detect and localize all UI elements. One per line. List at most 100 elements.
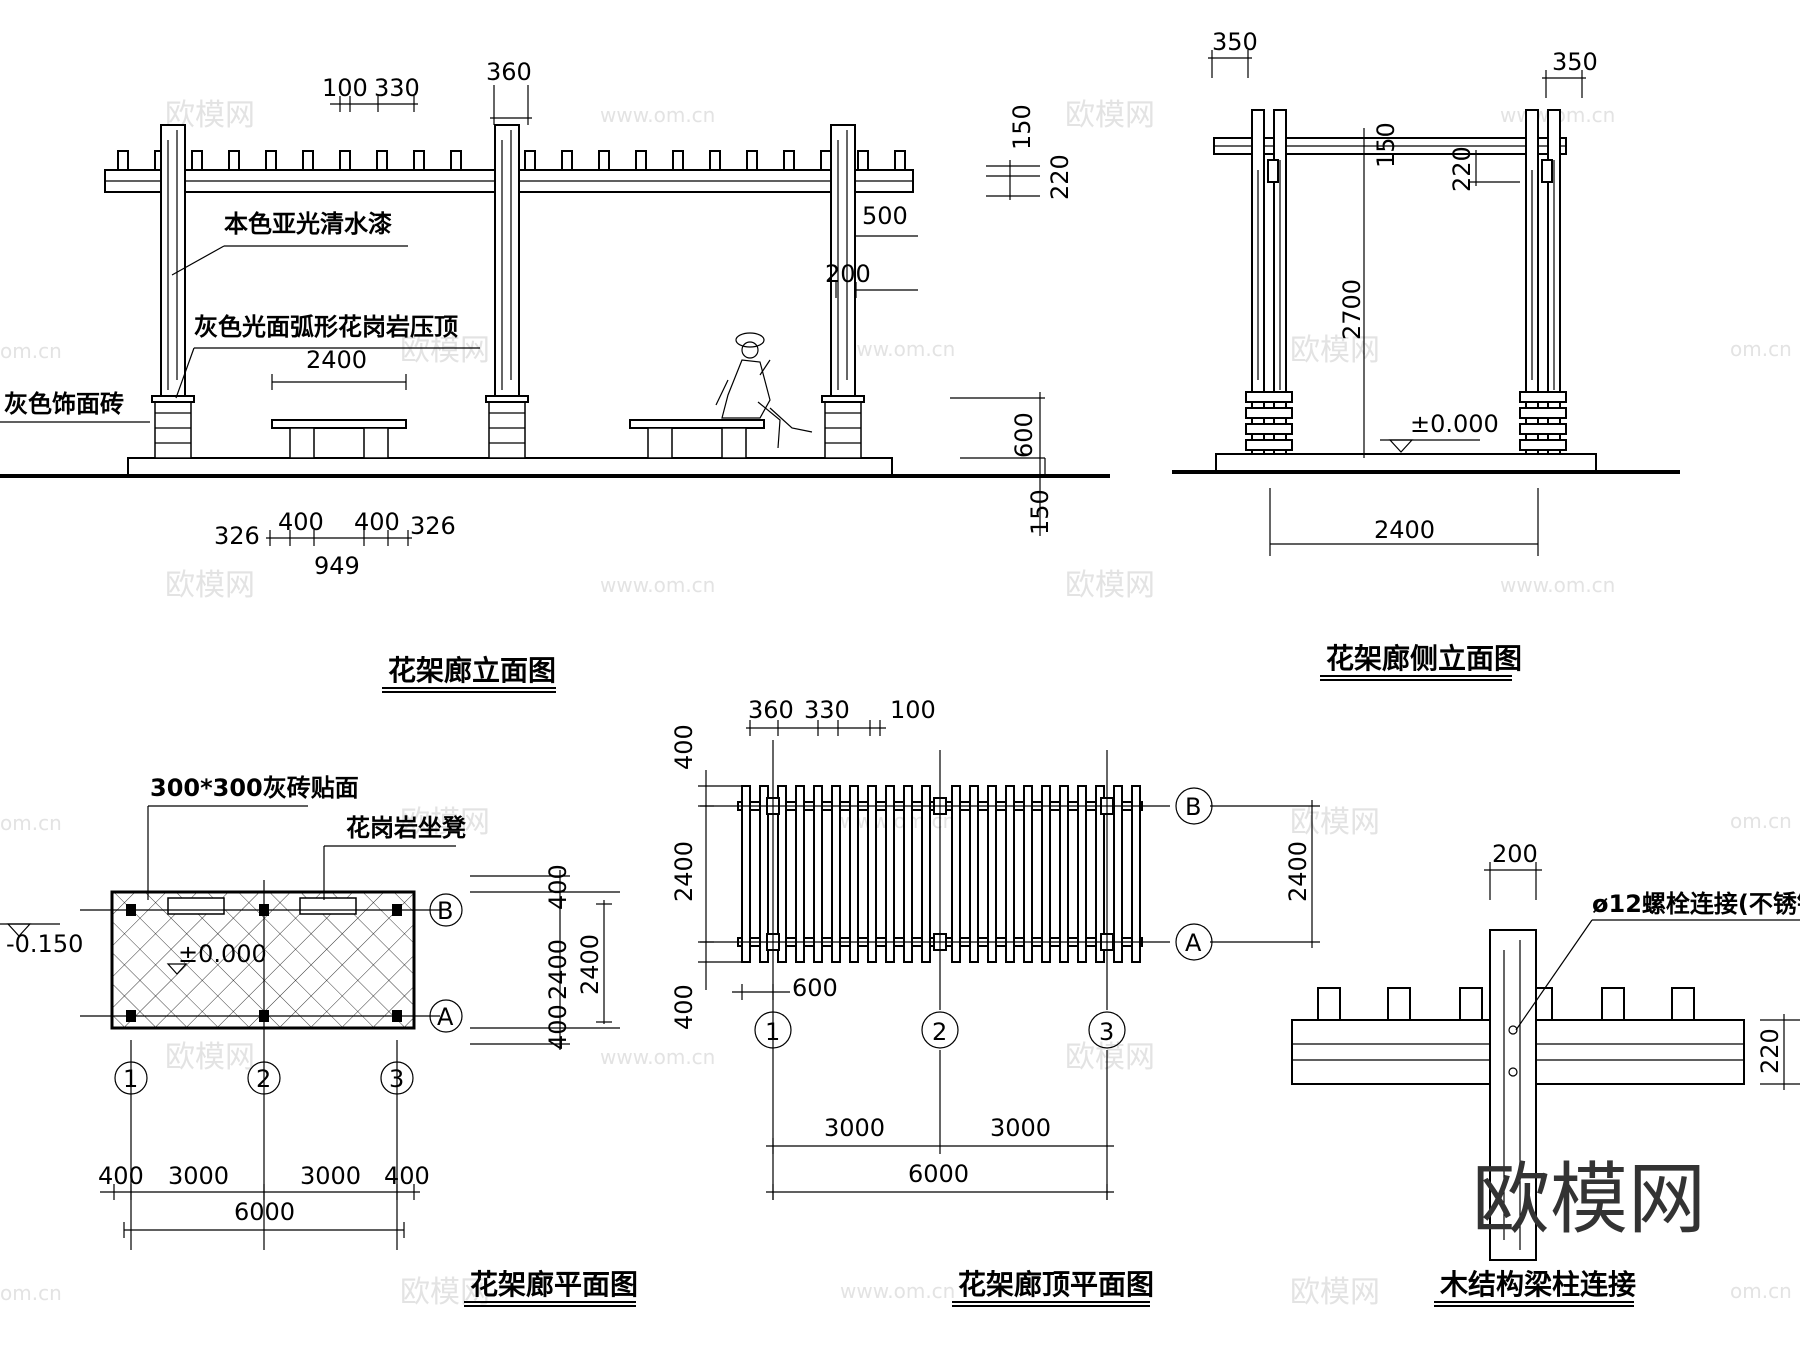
title-side-elevation: 花架廊侧立面图	[1326, 642, 1522, 675]
dim-100: 100	[890, 696, 936, 724]
watermark: 欧模网	[165, 568, 255, 603]
title-plan: 花架廊平面图	[470, 1268, 638, 1301]
roof-plan: B A 1 2 3 360 330 100 400 2400 400 600	[670, 696, 1320, 1307]
svg-text:1: 1	[123, 1065, 138, 1093]
watermark: 欧模网	[400, 1275, 490, 1310]
dim-400a: 400	[278, 508, 324, 536]
dim-b3000a: 3000	[168, 1162, 229, 1190]
axis-2	[247, 1061, 281, 1095]
side-column-right	[1519, 109, 1567, 455]
watermark: om.cn	[1730, 337, 1792, 361]
note-tile: 灰色饰面砖	[4, 390, 124, 418]
bench-left	[271, 419, 407, 459]
dim-330: 330	[374, 74, 420, 102]
watermark: www.om.cn	[840, 1279, 955, 1303]
watermark: 欧模网	[1290, 805, 1380, 840]
dim-2400: 2400	[1374, 516, 1435, 544]
dim-200: 200	[825, 260, 871, 288]
bench-left-plan	[167, 897, 225, 915]
dim-b3000b: 3000	[990, 1114, 1051, 1142]
roof-slats	[741, 785, 1141, 963]
axis-B	[429, 893, 463, 927]
watermark: 欧模网	[1065, 98, 1155, 133]
side-dims	[1208, 50, 1586, 556]
dim-500: 500	[862, 202, 908, 230]
svg-text:A: A	[437, 1003, 454, 1031]
level-outer: -0.150	[6, 930, 83, 958]
column-2	[485, 124, 529, 459]
svg-text:3: 3	[389, 1065, 404, 1093]
dim-l2400: 2400	[670, 841, 698, 902]
title-joint-detail: 木结构梁柱连接	[1439, 1268, 1636, 1301]
note-granite-cap: 灰色光面弧形花岗岩压顶	[194, 313, 458, 341]
dim-150: 150	[1008, 104, 1036, 150]
platform	[127, 457, 893, 477]
front-elevation: 本色亚光清水漆 灰色光面弧形花岗岩压顶 灰色饰面砖 100 330 360	[0, 58, 1110, 693]
watermark: www.om.cn	[840, 337, 955, 361]
roof-dims-bottom	[766, 1050, 1114, 1200]
watermark: 欧模网	[165, 1040, 255, 1075]
note-tile-plan: 300*300灰砖贴面	[150, 774, 359, 802]
title-roof-plan: 花架廊顶平面图	[958, 1268, 1154, 1301]
dim-326b: 326	[410, 512, 456, 540]
detail-column	[1489, 929, 1537, 1261]
svg-text:2: 2	[932, 1018, 947, 1046]
dim-200: 200	[1492, 840, 1538, 868]
detail-dims	[1484, 862, 1800, 1090]
dim-949: 949	[314, 552, 360, 580]
dim-360: 360	[486, 58, 532, 86]
dim-r400a: 400	[544, 864, 572, 910]
dim-600: 600	[1010, 412, 1038, 458]
watermarks: 欧模网 www.om.cn 欧模网 www.om.cn om.cn 欧模网 ww…	[0, 98, 1792, 1310]
dim-2700: 2700	[1338, 279, 1366, 340]
svg-text:1: 1	[765, 1018, 780, 1046]
dim-350b: 350	[1552, 48, 1598, 76]
dims-bench	[266, 374, 412, 546]
note-paint: 本色亚光清水漆	[224, 210, 392, 238]
axis-3	[380, 1061, 414, 1095]
roof-dims-top	[746, 720, 886, 736]
level-marker	[1388, 439, 1414, 453]
watermark: www.om.cn	[600, 1045, 715, 1069]
dim-b400a: 400	[98, 1162, 144, 1190]
watermark: www.om.cn	[600, 103, 715, 127]
watermark: 欧模网	[400, 333, 490, 368]
watermark: om.cn	[0, 811, 62, 835]
svg-text:3: 3	[1099, 1018, 1114, 1046]
column-1	[151, 124, 195, 459]
axis-2	[921, 1011, 959, 1049]
axis-1	[754, 1011, 792, 1049]
dim-b400b: 400	[384, 1162, 430, 1190]
dim-b3000a: 3000	[824, 1114, 885, 1142]
watermark: www.om.cn	[600, 573, 715, 597]
column-3	[821, 124, 865, 459]
axis-1	[114, 1061, 148, 1095]
dim-326a: 326	[214, 522, 260, 550]
dim-b6000: 6000	[234, 1198, 295, 1226]
seated-person-figure	[715, 332, 813, 449]
dim-220: 220	[1046, 154, 1074, 200]
level-zero: ±0.000	[1410, 410, 1499, 438]
axis-A	[429, 999, 463, 1033]
dim-150b: 150	[1026, 489, 1054, 535]
watermark: om.cn	[0, 339, 62, 363]
watermark: om.cn	[1730, 809, 1792, 833]
dim-l400a: 400	[670, 724, 698, 770]
dim-360: 360	[748, 696, 794, 724]
bench-right-plan	[299, 897, 357, 915]
dim-400b: 400	[354, 508, 400, 536]
watermark: 欧模网	[400, 805, 490, 840]
watermark: 欧模网	[1065, 1040, 1155, 1075]
dim-b6000: 6000	[908, 1160, 969, 1188]
dim-r400b: 400	[544, 1004, 572, 1050]
plan-dims-right	[470, 870, 620, 1050]
dim-220: 220	[1756, 1028, 1784, 1074]
side-column-left	[1245, 109, 1293, 455]
dim-b3000b: 3000	[300, 1162, 361, 1190]
dim-2400: 2400	[306, 346, 367, 374]
dim-600: 600	[792, 974, 838, 1002]
note-bolt: ø12螺栓连接(不锈钢)	[1592, 890, 1800, 918]
dims-right	[835, 160, 1046, 536]
note-bench-plan: 花岗岩坐凳	[346, 814, 466, 842]
